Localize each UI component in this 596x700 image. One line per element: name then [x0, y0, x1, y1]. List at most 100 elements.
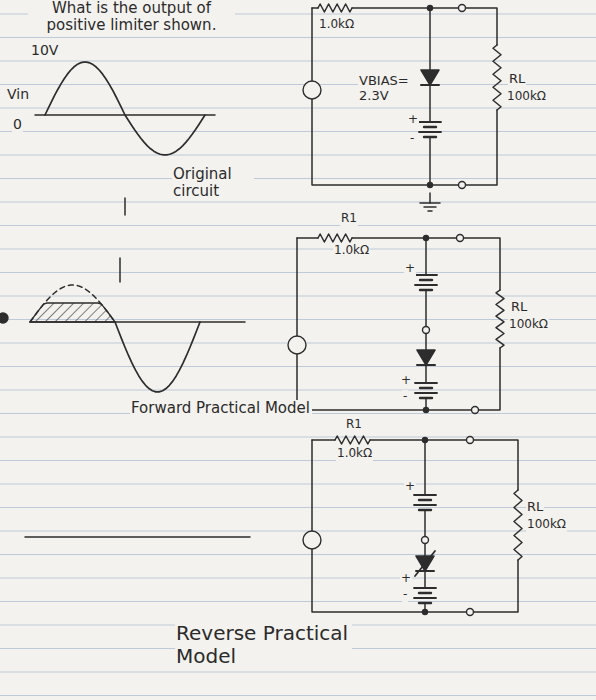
resistor-value: 1.0kΩ	[318, 18, 355, 32]
wire	[429, 8, 431, 70]
wire	[425, 334, 427, 350]
ruled-line	[0, 37, 596, 38]
output-flat-line	[25, 536, 250, 538]
battery-plate	[419, 121, 441, 123]
ruled-line	[0, 202, 596, 203]
ruled-line	[0, 225, 596, 226]
polarity-sign: +	[407, 113, 419, 127]
wire	[370, 440, 518, 490]
wire	[424, 440, 426, 495]
wire	[425, 238, 427, 275]
load-name: RL	[510, 300, 528, 315]
ruled-line	[0, 460, 596, 461]
wire	[312, 440, 518, 612]
battery-plate	[415, 284, 437, 286]
ruled-line	[0, 484, 596, 485]
ruled-line	[0, 672, 596, 673]
resistor-symbol	[318, 4, 352, 12]
output-terminal	[459, 182, 466, 189]
signal-name: Vin	[6, 86, 30, 102]
resistor-value: 1.0kΩ	[336, 447, 373, 461]
ac-source-symbol	[288, 336, 306, 354]
ruled-line	[0, 390, 596, 391]
wire	[312, 8, 497, 185]
junction-dot	[428, 6, 433, 11]
ruled-line	[0, 507, 596, 508]
peak-voltage: 10V	[30, 42, 59, 58]
resistor-name: R1	[345, 418, 363, 432]
wire	[424, 571, 426, 588]
battery-plate	[415, 274, 437, 276]
circuit-caption: Reverse Practical Model	[175, 622, 352, 668]
battery-plate	[419, 592, 431, 594]
load-name: RL	[526, 500, 544, 515]
ruled-line	[0, 272, 596, 273]
input-sine-wave	[45, 62, 205, 155]
output-terminal	[459, 5, 466, 12]
battery-plate	[414, 597, 436, 599]
battery-plate	[415, 382, 437, 384]
ruled-line	[0, 296, 596, 297]
wire	[352, 238, 500, 290]
ruled-line	[0, 437, 596, 438]
model-node	[423, 327, 430, 334]
wire	[429, 85, 431, 122]
ground-symbol	[420, 202, 440, 204]
polarity-sign: +	[400, 374, 412, 388]
ruled-line	[0, 249, 596, 250]
polarity-sign: -	[402, 390, 408, 404]
wire	[425, 290, 427, 326]
load-value: 100kΩ	[526, 518, 567, 532]
battery-plate	[419, 131, 441, 133]
circuit-caption: Forward Practical Model	[130, 400, 312, 417]
wire	[352, 8, 497, 45]
ruled-line	[0, 554, 596, 555]
resistor-symbol	[493, 45, 501, 110]
zero-level: 0	[12, 116, 23, 132]
junction-dot	[423, 438, 428, 443]
polarity-sign: -	[402, 588, 408, 602]
wire	[297, 237, 318, 239]
model-node	[422, 537, 429, 544]
ruled-line	[0, 84, 596, 85]
battery-plate	[414, 587, 436, 589]
wire	[312, 7, 318, 9]
diode-symbol	[421, 70, 439, 85]
battery-plate	[424, 126, 436, 128]
output-terminal	[467, 437, 474, 444]
junction-dot	[424, 408, 429, 413]
binder-hole	[0, 313, 8, 323]
wire	[429, 137, 431, 185]
ruled-line	[0, 695, 596, 696]
battery-plate	[415, 392, 437, 394]
ruled-line	[0, 578, 596, 579]
resistor-value: 1.0kΩ	[333, 244, 370, 258]
ruled-line	[0, 601, 596, 602]
battery-plate	[414, 494, 436, 496]
wire	[425, 365, 427, 383]
clipped-output-hatch	[30, 303, 115, 322]
junction-dot	[428, 183, 433, 188]
ac-source-symbol	[303, 531, 321, 549]
wire	[312, 439, 335, 441]
resistor-symbol	[335, 436, 370, 444]
resistor-symbol	[514, 490, 522, 560]
clipped-sine-dashed	[30, 285, 115, 322]
load-value: 100kΩ	[508, 318, 549, 332]
tick-mark	[124, 198, 126, 215]
wire	[424, 510, 426, 536]
battery-plate	[414, 504, 436, 506]
polarity-sign: +	[400, 572, 412, 586]
output-terminal	[467, 609, 474, 616]
polarity-sign: +	[404, 480, 416, 494]
circuit-caption: Original circuit	[172, 166, 254, 201]
ruled-line	[0, 108, 596, 109]
ac-source-symbol	[303, 81, 321, 99]
question-title: What is the output of positive limiter s…	[28, 0, 235, 35]
ruled-line	[0, 178, 596, 179]
ruled-line	[0, 531, 596, 532]
polarity-sign: +	[404, 262, 416, 276]
junction-dot	[424, 236, 429, 241]
battery-plate	[420, 387, 432, 389]
